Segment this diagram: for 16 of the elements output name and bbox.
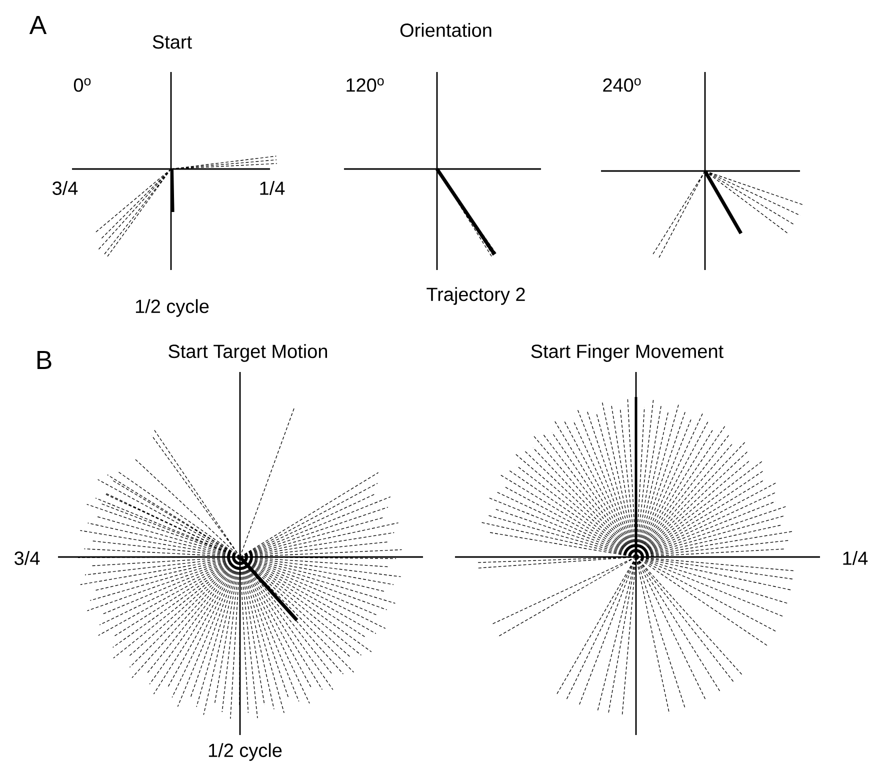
axis-label: 3/4 (52, 181, 78, 195)
panel-letter: B (37, 351, 52, 369)
plot-title: Start Finger Movement (531, 344, 724, 362)
axis-label: 1/2 cycle (136, 299, 209, 317)
axis-label: 1/4 (843, 551, 868, 565)
angle-label: 0$^{o}$ (74, 78, 91, 92)
angle-label: 240$^{o}$ (603, 78, 641, 92)
axis-label: 1/4 (260, 181, 285, 195)
plot-title: Start (152, 35, 192, 49)
panel-letter: A (29, 16, 47, 34)
plot-title: Orientation (400, 23, 492, 37)
plot-title: Start Target Motion (168, 344, 327, 362)
axis-label: 3/4 (14, 551, 40, 565)
angle-label: 120$^{o}$ (346, 78, 384, 92)
axis-label: 1/2 cycle (208, 743, 282, 761)
axis-label: Trajectory 2 (426, 287, 525, 305)
